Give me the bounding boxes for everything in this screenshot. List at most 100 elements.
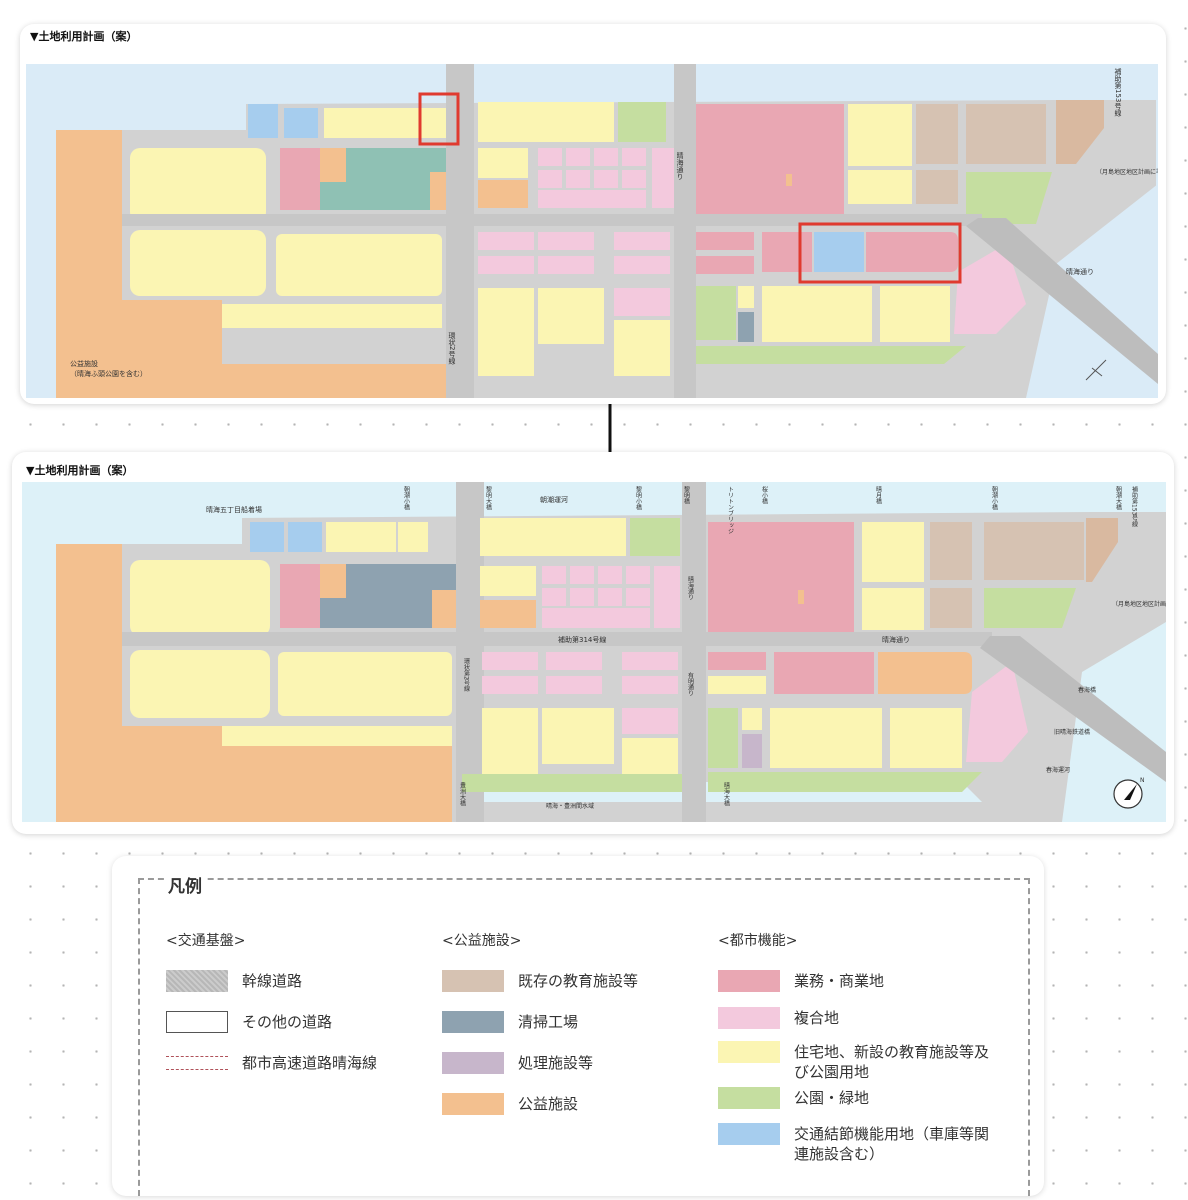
cleaning-plant-swatch	[442, 1011, 504, 1033]
public-facility-west	[56, 130, 452, 398]
block-mixed	[570, 588, 594, 606]
legend-item-label: 公園・緑地	[794, 1089, 870, 1107]
block-public	[480, 600, 536, 628]
block-park	[708, 772, 982, 792]
block-education	[930, 522, 972, 580]
block-mixed	[478, 232, 534, 250]
block-mixed	[538, 232, 594, 250]
label-harumi-ohashi: 晴海大橋	[723, 781, 730, 807]
block-residential	[614, 320, 670, 376]
highlight-box	[798, 222, 962, 284]
legend-column-public: <公益施設> 既存の教育施設等 清掃工場 処理施設等 公益施設	[442, 930, 638, 1134]
label-harumi-bashi: 晴月橋	[875, 485, 882, 505]
top-map-svg: 公益施設 （晴海ふ頭公園を含む） 環状2号線 晴海通り 晴海通り 補助第153号…	[26, 64, 1158, 398]
legend-item-label: 住宅地、新設の教育施設等及び公園用地	[794, 1043, 990, 1081]
block-public	[320, 564, 346, 598]
label-asashio-ohashi: 朝潮大橋	[1115, 485, 1122, 511]
bottom-map-svg: 晴海五丁目船着場 朝潮小橋 黎明大橋 朝潮運河 黎明小橋 黎明橋 トリトンブリッ…	[22, 482, 1166, 822]
legend-item: 清掃工場	[442, 1011, 578, 1052]
block-residential	[482, 708, 538, 774]
label-reimei-ohashi: 黎明大橋	[485, 485, 492, 511]
hojo314-road	[122, 214, 982, 226]
label-harumi-dori-road: 晴海通り	[1066, 267, 1094, 276]
legend-column-urban: <都市機能> 業務・商業地 複合地 住宅地、新設の教育施設等及び公園用地 公園・…	[718, 930, 989, 1167]
block-mixed	[482, 652, 538, 670]
block-tsukishima-hatched	[1056, 100, 1104, 164]
label-hojo314: 補助第314号線	[558, 635, 606, 644]
block-mixed	[954, 244, 1026, 334]
legend-item-label: 既存の教育施設等	[518, 972, 639, 990]
label-ariake-dori: 有明通り	[687, 671, 694, 696]
block-residential	[278, 652, 452, 716]
block-mixed	[626, 566, 650, 584]
block-residential	[770, 708, 882, 768]
block-commercial	[774, 652, 874, 694]
block-residential	[848, 104, 912, 166]
block-residential	[130, 230, 266, 296]
block-education	[916, 170, 958, 204]
block-mixed	[542, 608, 650, 628]
block-education	[916, 104, 958, 164]
label-pier: 晴海五丁目船着場	[206, 505, 262, 514]
label-harumi-dori-v: 晴海通り	[687, 575, 694, 600]
harumi-dori-road	[674, 64, 696, 398]
block-residential	[130, 650, 270, 718]
block-park	[462, 774, 682, 792]
bottom-map: 晴海五丁目船着場 朝潮小橋 黎明大橋 朝潮運河 黎明小橋 黎明橋 トリトンブリッ…	[22, 482, 1166, 822]
block-mixed	[622, 148, 646, 166]
hojo314-road	[122, 632, 992, 646]
block-transit	[248, 104, 278, 138]
block-park	[618, 102, 666, 142]
block-park	[966, 172, 1052, 224]
block-public	[432, 590, 456, 628]
block-residential	[398, 522, 428, 552]
block-mixed	[546, 676, 602, 694]
block-mixed	[594, 148, 618, 166]
label-tsukishima: （月島地区地区計画に準じる）	[1096, 168, 1158, 176]
harumi-expressway	[966, 218, 1158, 384]
legend-item-label: 交通結節機能用地（車庫等関連施設含む）	[794, 1125, 990, 1163]
block-residential	[862, 522, 924, 582]
block-commercial	[696, 104, 844, 222]
block-residential	[742, 708, 762, 730]
label-public-facility-sub: （晴海ふ頭公園を含む）	[70, 369, 147, 378]
block-residential	[762, 286, 872, 342]
label-hojo153: 補助第153号線	[1114, 67, 1122, 116]
legend-item: 複合地	[718, 1007, 839, 1041]
bottom-map-title: ▼土地利用計画（案）	[26, 464, 134, 477]
block-mixed	[622, 708, 678, 734]
block-commercial	[280, 148, 320, 210]
block-park	[630, 518, 680, 556]
legend-item: 住宅地、新設の教育施設等及び公園用地	[718, 1041, 989, 1087]
label-asashio-kobashi-2: 朝潮小橋	[991, 485, 998, 511]
ring2-road	[456, 482, 484, 822]
legend-box: 凡例 <交通基盤> 幹線道路 その他の道路 都市高速道路晴海線 <公益施設> 既…	[112, 856, 1044, 1196]
park-swatch	[718, 1087, 780, 1109]
transit-swatch	[718, 1123, 780, 1145]
block-commercial	[866, 232, 958, 272]
block-mixed	[598, 588, 622, 606]
block-residential	[478, 102, 614, 142]
block-transit	[814, 232, 864, 272]
legend-item-label: 複合地	[794, 1009, 840, 1027]
block-residential	[326, 522, 396, 552]
block-transit	[284, 108, 318, 138]
education-swatch	[442, 970, 504, 992]
label-harumi-unga: 春海運河	[1046, 766, 1070, 774]
block-tsukishima-hatched	[1086, 518, 1118, 582]
legend-column-transport: <交通基盤> 幹線道路 その他の道路 都市高速道路晴海線	[166, 930, 377, 1093]
block-residential	[324, 108, 454, 138]
block-residential	[276, 234, 442, 296]
public-facility-swatch	[442, 1093, 504, 1115]
block-education	[930, 588, 972, 628]
top-map: 公益施設 （晴海ふ頭公園を含む） 環状2号線 晴海通り 晴海通り 補助第153号…	[26, 64, 1158, 398]
legend-item-label: 公益施設	[518, 1095, 579, 1113]
public-facility-west	[56, 544, 452, 822]
block-public	[798, 590, 804, 604]
block-education	[966, 104, 1046, 164]
block-commercial	[280, 564, 320, 628]
commercial-swatch	[718, 970, 780, 992]
block-mixed	[622, 676, 678, 694]
block-residential	[478, 148, 528, 178]
block-residential	[890, 708, 962, 768]
